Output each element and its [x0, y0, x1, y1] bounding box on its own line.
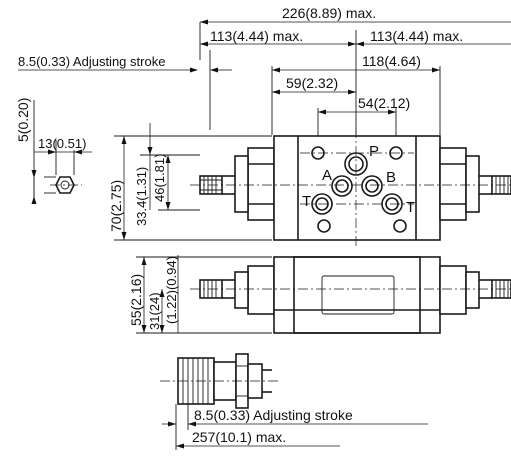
port-t-left-label: T — [302, 193, 311, 210]
dim-front-small-2-label: (1.22)(0.94) — [164, 256, 179, 324]
dim-front-height-label: 55(2.16) — [128, 274, 144, 326]
dimension-adjusting-stroke-top: 8.5(0.33) Adjusting stroke — [18, 50, 232, 130]
valve-body-top — [273, 135, 441, 241]
valve-body-front — [273, 256, 441, 334]
dimension-overall-width: 226(8.89) max. — [199, 5, 511, 60]
valve-top-view: P A B T T — [190, 128, 511, 248]
dim-side-height-label: 70(2.75) — [108, 180, 124, 232]
dimension-front-height: 55(2.16) 31(24) (1.22)(0.94) — [128, 255, 272, 334]
dim-port-span-label: 59(2.32) — [286, 75, 338, 91]
port-a — [331, 175, 353, 197]
dim-overall-width-label: 226(8.89) max. — [282, 5, 376, 21]
dim-bottom-length-label: 257(10.1) max. — [192, 429, 286, 445]
dimension-bottom-length: 257(10.1) max. — [176, 429, 340, 449]
dim-front-small-1-label: 31(24) — [147, 292, 162, 330]
nameplate — [321, 275, 395, 315]
valve-front-view — [190, 256, 511, 334]
port-a-label: A — [322, 167, 332, 184]
dimension-left-half: 113(4.44) max. — [200, 28, 356, 47]
adjuster-detail — [160, 353, 278, 450]
dim-adjusting-stroke-bottom-label: 8.5(0.33) Adjusting stroke — [194, 407, 353, 423]
mount-hole-4 — [393, 219, 407, 233]
dimension-right-half: 113(4.44) max. — [355, 28, 511, 135]
dim-hex-height-label: 5(0.20) — [15, 98, 31, 142]
dimension-port-span: 59(2.32) — [272, 75, 356, 95]
dim-port-height2-label: 46(1.81) — [152, 154, 167, 202]
dim-port-offset-label: 54(2.12) — [358, 95, 410, 111]
port-b-label: B — [386, 169, 396, 186]
port-b — [361, 175, 383, 197]
dim-adjusting-stroke-top-label: 8.5(0.33) Adjusting stroke — [18, 54, 165, 69]
dimension-body-length: 118(4.64) — [271, 53, 441, 135]
dim-port-height-label: 33.4(1.31) — [134, 167, 149, 226]
mount-hole-3 — [317, 219, 331, 233]
dim-body-length-label: 118(4.64) — [362, 53, 421, 69]
dim-right-half-label: 113(4.44) max. — [370, 28, 463, 44]
dimension-adjusting-stroke-bottom: 8.5(0.33) Adjusting stroke — [162, 407, 428, 427]
port-t-right-label: T — [406, 199, 415, 216]
dim-hex-dia-label: 13(0.51) — [38, 136, 86, 151]
port-p-label: P — [369, 143, 379, 160]
dim-left-half-label: 113(4.44) max. — [210, 28, 303, 44]
hex-nut-detail: 13(0.51) 5(0.20) — [15, 98, 92, 204]
dimension-side-height: 70(2.75) 33.4(1.31) 46(1.81) — [108, 123, 272, 241]
